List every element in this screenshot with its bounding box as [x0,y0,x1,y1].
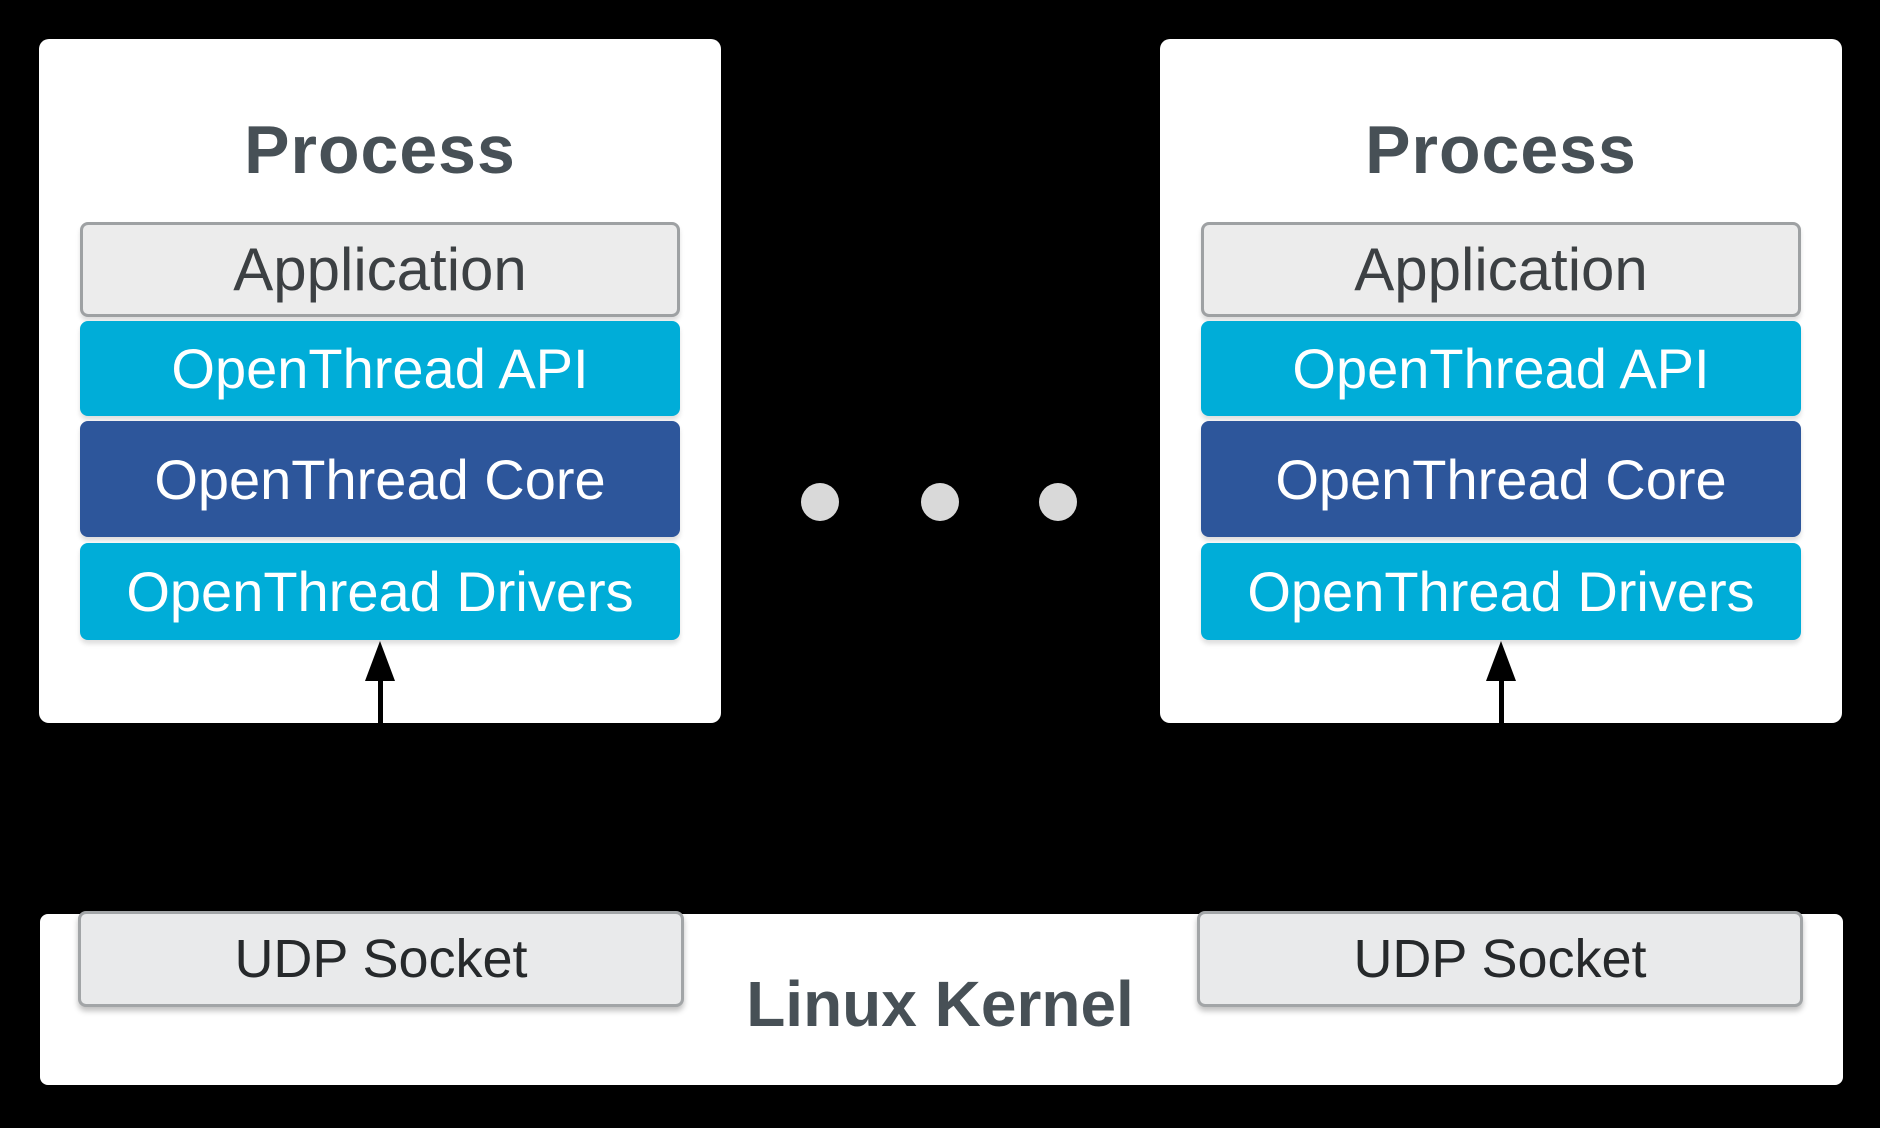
arrow-shaft [377,679,383,723]
udp-socket-box: UDP Socket [78,911,684,1007]
application-layer: Application [80,222,680,317]
process-card-left: Process Application OpenThread API OpenT… [39,39,721,723]
process-title: Process [244,112,516,188]
arrow-shaft [1498,679,1504,723]
arrowhead [365,641,395,681]
up-arrow-icon [1486,641,1516,723]
process-title: Process [1365,112,1637,188]
openthread-drivers-layer: OpenThread Drivers [1201,543,1801,640]
ellipsis-dot [801,483,839,521]
openthread-api-layer: OpenThread API [80,321,680,416]
linux-kernel-label: Linux Kernel [746,968,1134,1040]
arrowhead [1486,641,1516,681]
openthread-api-layer: OpenThread API [1201,321,1801,416]
up-arrow-icon [365,641,395,723]
ellipsis-dot [1039,483,1077,521]
openthread-core-layer: OpenThread Core [80,421,680,537]
udp-socket-box: UDP Socket [1197,911,1803,1007]
openthread-core-layer: OpenThread Core [1201,421,1801,537]
application-layer: Application [1201,222,1801,317]
openthread-drivers-layer: OpenThread Drivers [80,543,680,640]
process-card-right: Process Application OpenThread API OpenT… [1160,39,1842,723]
ellipsis-dot [921,483,959,521]
